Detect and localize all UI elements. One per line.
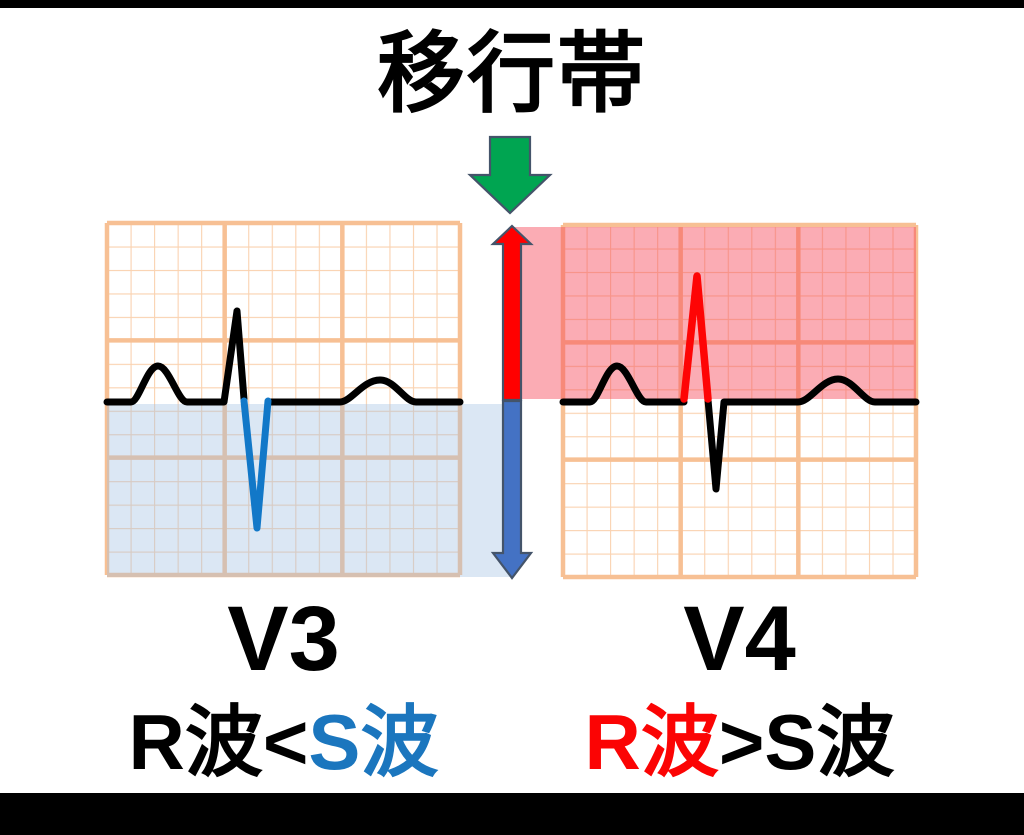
lead-label-v3: V3 — [227, 588, 340, 690]
relation-v3-r-part: R波< — [128, 698, 309, 786]
relation-v4-s-part: >S波 — [718, 698, 895, 786]
v4-p-segment — [559, 362, 688, 406]
v4-r-wave-segment — [680, 272, 712, 403]
s-wave-down-arrow-icon — [490, 399, 534, 580]
r-dominant-zone — [513, 227, 916, 399]
page-title: 移行帯 — [376, 24, 647, 123]
s-dominant-zone — [107, 404, 513, 577]
lead-label-v4: V4 — [683, 588, 796, 690]
relation-v3-s-part: S波 — [308, 698, 439, 786]
transition-down-arrow-icon — [467, 135, 553, 215]
relation-label-v4: R波>S波 — [523, 701, 956, 783]
v3-p-qrs-segment — [103, 307, 248, 406]
top-black-bar — [0, 0, 1024, 8]
v4-s-t-segment — [704, 375, 920, 493]
v3-s-wave-segment — [240, 397, 272, 532]
v3-t-segment — [264, 376, 464, 406]
ecg-trace-v3 — [103, 307, 464, 532]
relation-v4-r-part: R波 — [584, 698, 719, 786]
relation-label-v3: R波<S波 — [67, 701, 500, 783]
ecg-trace-v4 — [559, 272, 920, 493]
bottom-black-bar — [0, 793, 1024, 835]
